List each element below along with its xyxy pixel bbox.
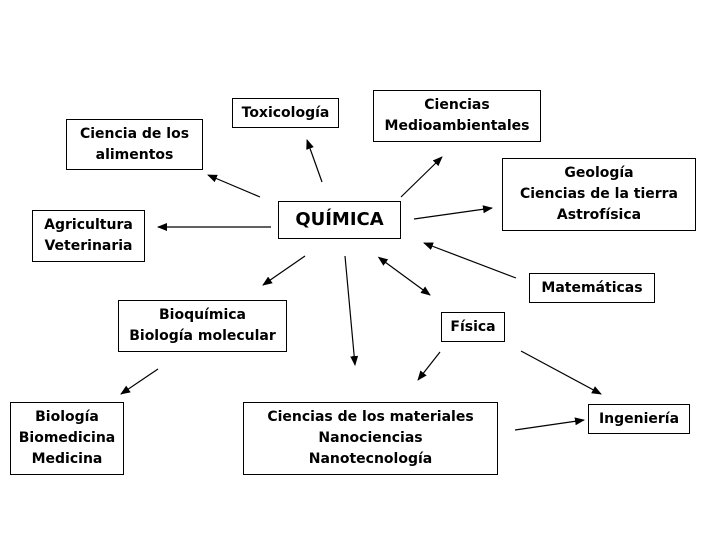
node-quimica: QUÍMICA xyxy=(278,201,401,239)
arrow-quimica-fisica xyxy=(377,256,431,296)
arrow-quimica-geologia xyxy=(413,205,493,220)
node-materiales: Ciencias de los materiales Nanociencias … xyxy=(243,402,498,475)
node-matematicas: Matemáticas xyxy=(529,273,655,303)
node-materiales-line: Nanotecnología xyxy=(308,451,433,467)
node-geologia-line: Ciencias de la tierra xyxy=(519,186,679,202)
node-matematicas-line: Matemáticas xyxy=(541,279,643,296)
arrow-fisica-ingenieria xyxy=(520,350,602,395)
node-biologia-line: Biomedicina xyxy=(18,430,116,446)
node-toxicologia-line: Toxicología xyxy=(241,104,330,121)
node-biologia-line: Biología xyxy=(35,409,99,425)
arrow-quimica-bioquimica xyxy=(262,255,306,286)
node-agricultura-line: Veterinaria xyxy=(44,238,133,254)
arrow-quimica-toxicologia xyxy=(306,139,323,183)
node-alimentos-line: Ciencia de los xyxy=(79,125,190,142)
node-ingenieria: Ingeniería xyxy=(588,404,690,434)
node-materiales-line: Ciencias de los materiales xyxy=(267,409,474,425)
arrow-matematicas-quimica xyxy=(423,242,517,279)
node-fisica-line: Física xyxy=(450,318,496,335)
node-agricultura: Agricultura Veterinaria xyxy=(32,210,145,262)
node-geologia-line: Geología xyxy=(564,165,634,181)
node-bioquimica-line: Bioquímica xyxy=(158,307,246,323)
node-quimica-label: QUÍMICA xyxy=(295,209,384,230)
node-materiales-line: Nanociencias xyxy=(318,430,423,446)
node-ciencias-medioambientales: Ciencias Medioambientales xyxy=(373,90,541,142)
node-medioambientales-line: Ciencias xyxy=(424,97,490,113)
node-medioambientales-line: Medioambientales xyxy=(384,118,530,134)
arrow-quimica-materiales xyxy=(344,255,359,366)
node-toxicologia: Toxicología xyxy=(232,98,339,128)
arrow-quimica-medioambientales xyxy=(400,156,443,198)
arrow-quimica-alimentos xyxy=(207,174,261,198)
arrow-materiales-ingenieria xyxy=(514,417,585,431)
arrow-bioquimica-biologia xyxy=(120,368,159,395)
node-ciencia-alimentos: Ciencia de los alimentos xyxy=(66,119,203,170)
node-biologia: Biología Biomedicina Medicina xyxy=(10,402,124,475)
node-bioquimica-line: Biología molecular xyxy=(129,328,276,344)
node-geologia-line: Astrofísica xyxy=(556,207,642,223)
node-alimentos-line: alimentos xyxy=(95,146,174,163)
node-bioquimica: Bioquímica Biología molecular xyxy=(118,300,287,352)
node-ingenieria-line: Ingeniería xyxy=(598,410,680,427)
arrow-fisica-materiales xyxy=(417,351,441,381)
node-biologia-line: Medicina xyxy=(31,451,103,467)
node-agricultura-line: Agricultura xyxy=(44,217,133,233)
node-fisica: Física xyxy=(441,312,505,342)
node-geologia: Geología Ciencias de la tierra Astrofísi… xyxy=(502,158,696,231)
